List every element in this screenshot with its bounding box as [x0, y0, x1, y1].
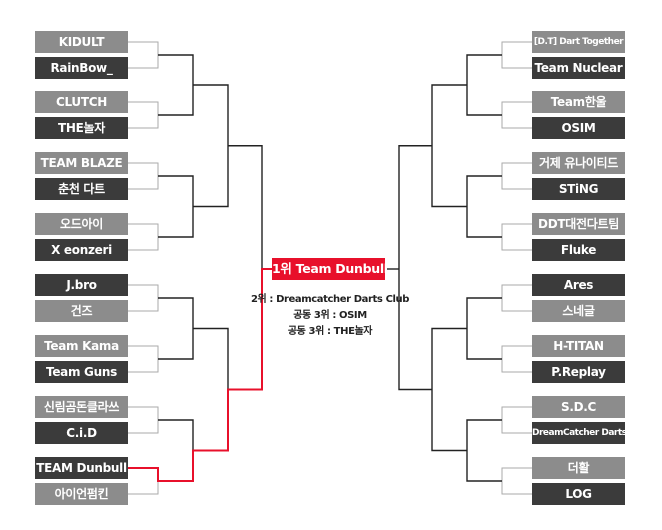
right-semifinal-connector: [398, 145, 432, 391]
right-team-slot: Fluke: [532, 239, 625, 261]
left-team-slot: RainBow_: [35, 57, 128, 79]
left-r1-connector: [128, 345, 159, 373]
result-third-place-1: 공동 3위 : OSIM: [293, 310, 367, 321]
left-semifinal-connector: [228, 145, 263, 391]
result-second-place: 2위 : Dreamcatcher Darts Club: [250, 294, 410, 305]
right-team-slot: P.Replay: [532, 361, 625, 383]
right-team-slot: [D.T] Dart Together: [532, 31, 625, 53]
left-r3-connector: [193, 84, 229, 208]
left-team-slot: 아이언펌킨: [35, 483, 128, 505]
right-r2-connector: [466, 54, 502, 116]
right-team-slot: STiNG: [532, 178, 625, 200]
right-r3-connector: [431, 84, 467, 208]
left-r1-connector: [128, 41, 159, 69]
right-r2-connector: [466, 419, 502, 482]
left-team-slot: 건즈: [35, 300, 128, 322]
left-team-slot: THE놀자: [35, 117, 128, 139]
left-r1-connector: [128, 467, 159, 495]
left-r3-connector: [193, 327, 229, 452]
left-r2-connector: [158, 419, 194, 482]
right-team-slot: 더활: [532, 457, 625, 479]
right-r1-connector: [501, 406, 532, 434]
right-team-slot: LOG: [532, 483, 625, 505]
left-team-slot: 춘천 다트: [35, 178, 128, 200]
right-r1-connector: [501, 223, 532, 251]
right-team-slot: H-TITAN: [532, 335, 625, 357]
left-team-slot: TEAM BLAZE: [35, 152, 128, 174]
left-team-slot: Team Guns: [35, 361, 128, 383]
left-team-slot: Team Kama: [35, 335, 128, 357]
right-r1-connector: [501, 101, 532, 129]
left-team-slot: J.bro: [35, 274, 128, 296]
left-r2-connector: [158, 175, 194, 238]
champion-path: [128, 268, 272, 482]
right-r2-connector: [466, 175, 502, 238]
right-r1-connector: [501, 162, 532, 190]
right-r3-connector: [431, 327, 467, 452]
left-team-slot: TEAM Dunbull: [35, 457, 128, 479]
right-team-slot: Team한울: [532, 91, 625, 113]
right-team-slot: 스네글: [532, 300, 625, 322]
left-r1-connector: [128, 406, 159, 434]
result-third-place-2: 공동 3위 : THE놀자: [287, 326, 373, 337]
left-r1-connector: [128, 162, 159, 190]
right-team-slot: 거제 유나이티드: [532, 152, 625, 174]
right-team-slot: S.D.C: [532, 396, 625, 418]
left-team-slot: 신림곰돈클라쓰: [35, 396, 128, 418]
left-team-slot: 오드아이: [35, 213, 128, 235]
left-team-slot: C.i.D: [35, 422, 128, 444]
champion-badge: 1위 Team Dunbull: [272, 258, 388, 280]
left-team-slot: KIDULT: [35, 31, 128, 53]
right-team-slot: DDT대전다트팀: [532, 213, 625, 235]
right-team-slot: Team Nuclear: [532, 57, 625, 79]
left-r2-connector: [158, 297, 194, 360]
right-team-slot: OSIM: [532, 117, 625, 139]
right-team-slot: DreamCatcher Darts Club: [532, 422, 625, 444]
left-r1-connector: [128, 284, 159, 312]
left-r2-connector: [158, 54, 194, 116]
right-r1-connector: [501, 467, 532, 495]
right-r1-connector: [501, 345, 532, 373]
right-r1-connector: [501, 284, 532, 312]
right-team-slot: Ares: [532, 274, 625, 296]
right-r2-connector: [466, 297, 502, 360]
left-team-slot: X eonzeri: [35, 239, 128, 261]
left-team-slot: CLUTCH: [35, 91, 128, 113]
left-r1-connector: [128, 223, 159, 251]
left-r1-connector: [128, 101, 159, 129]
right-r1-connector: [501, 41, 532, 69]
